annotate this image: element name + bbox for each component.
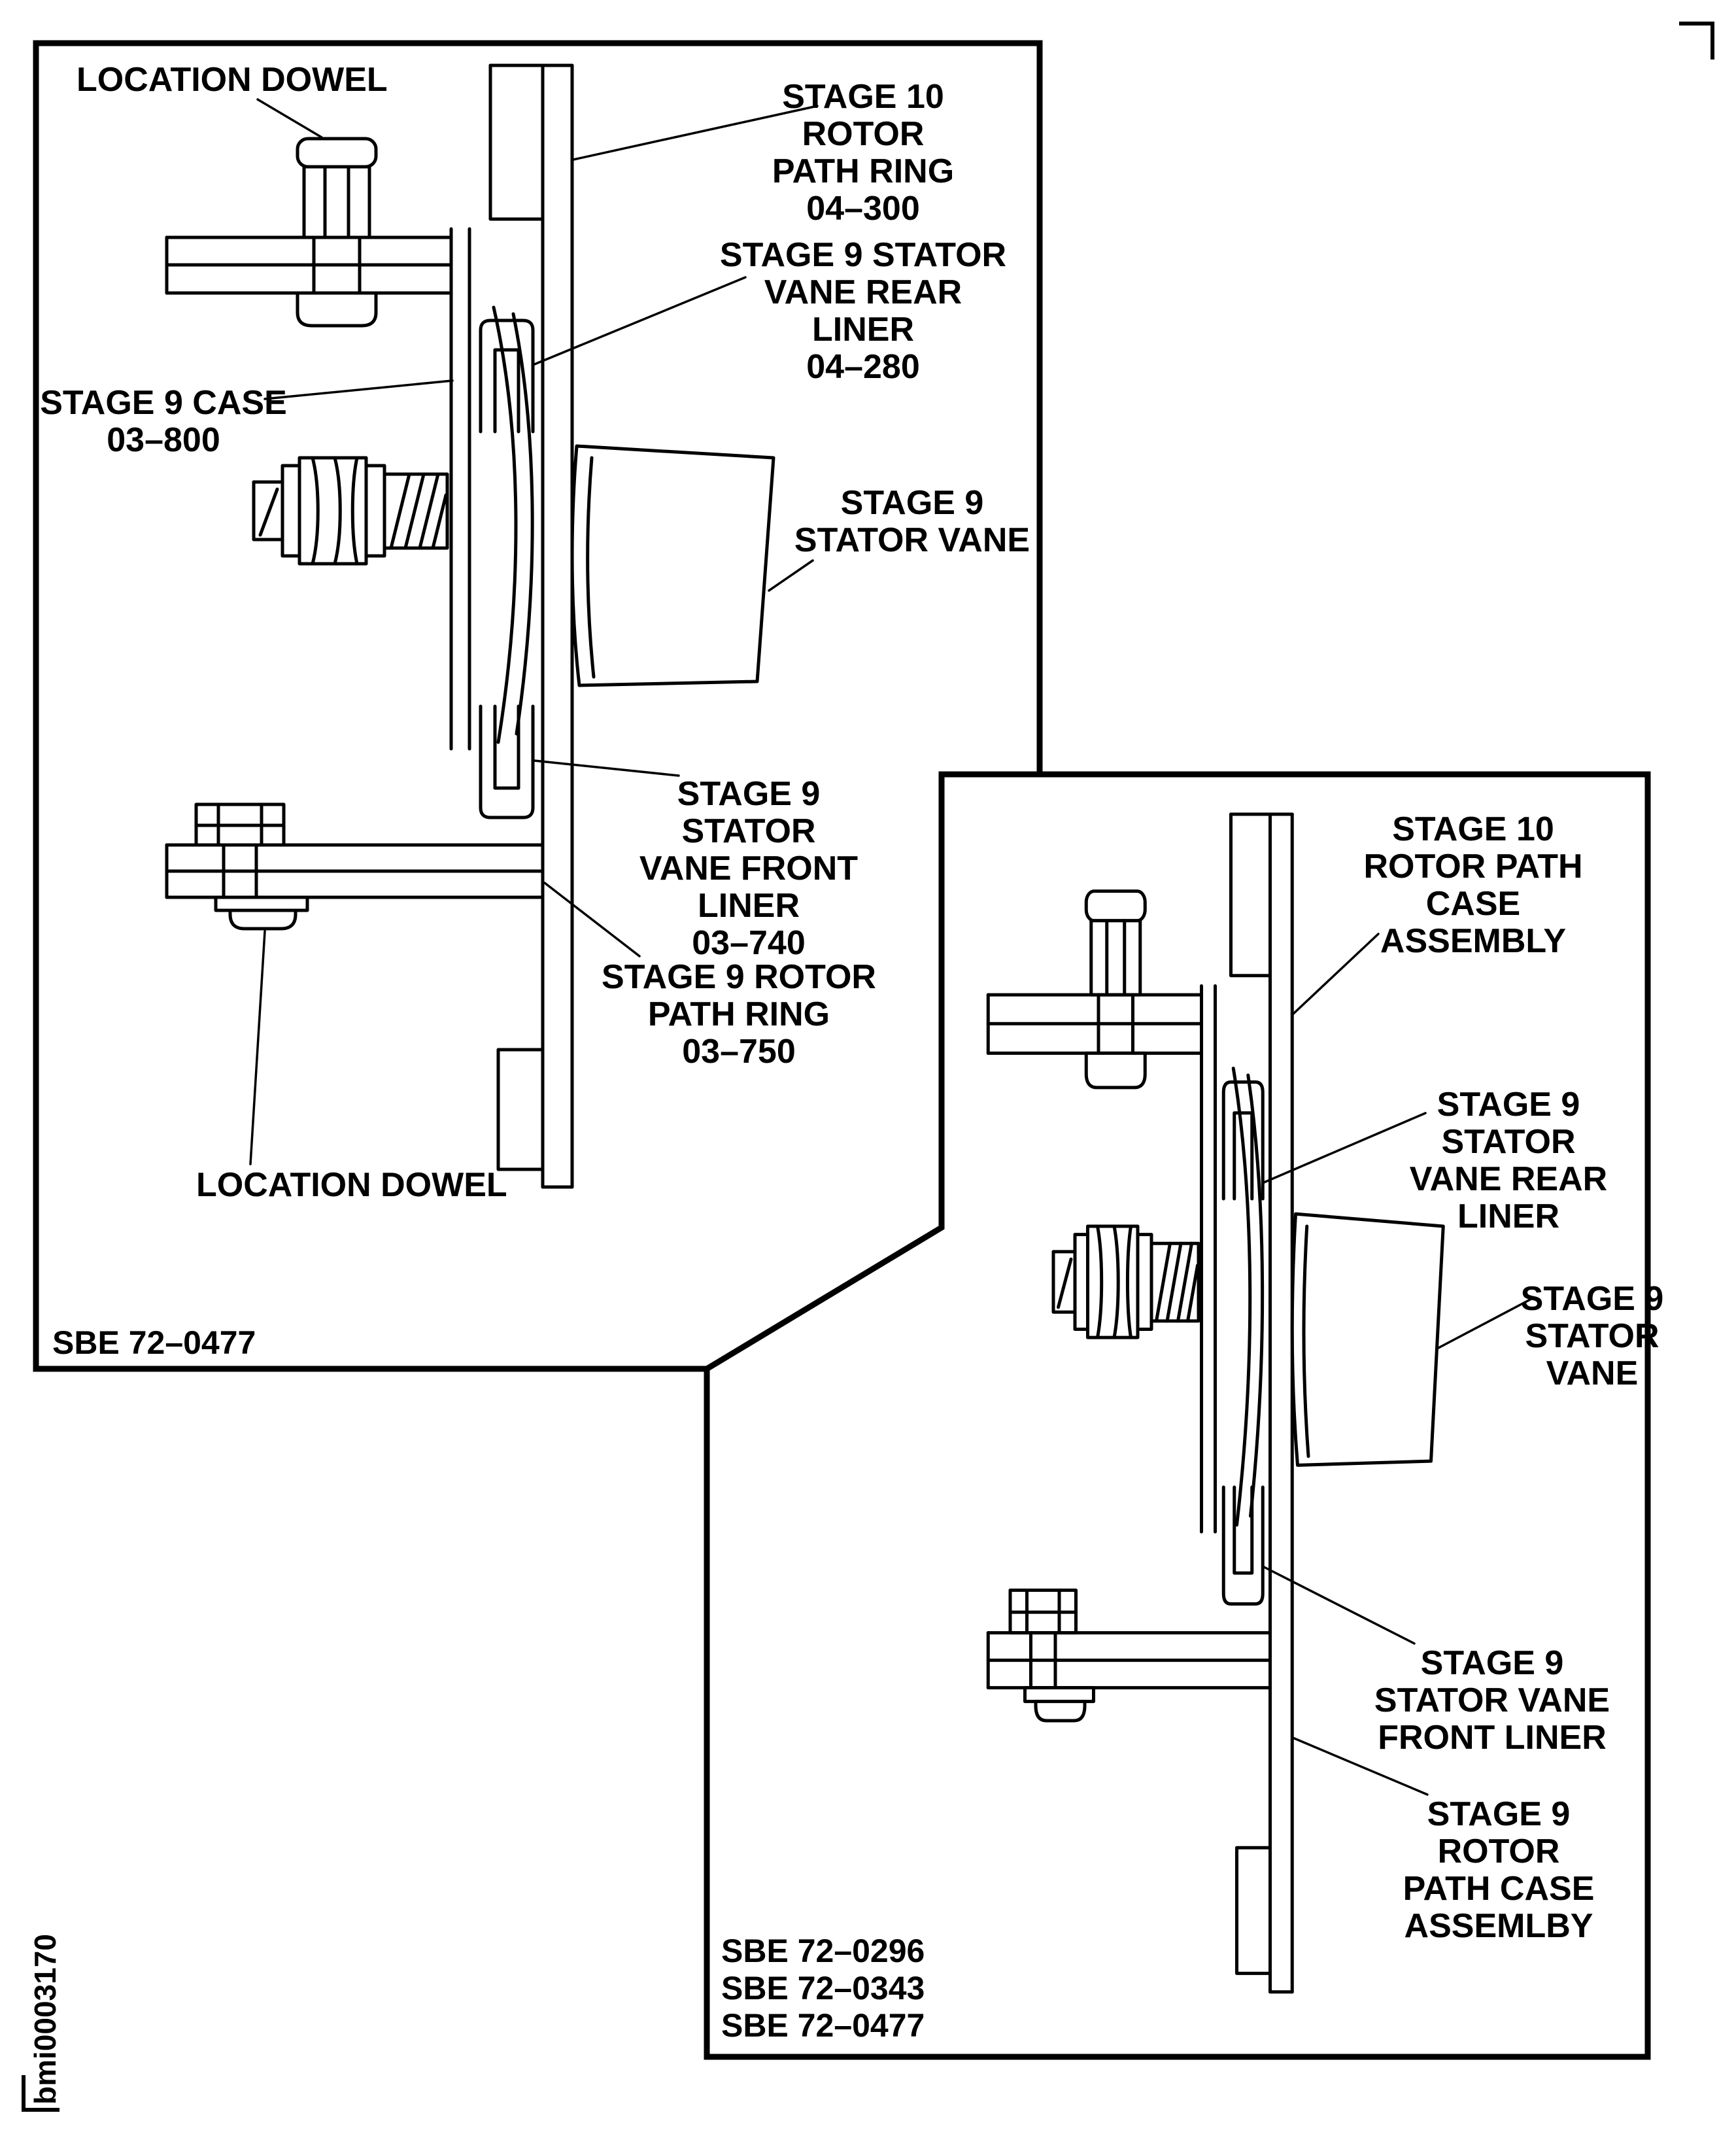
leader-stage9-stator-vane-rear-liner xyxy=(532,276,747,366)
panel2-sbe-reference-1: SBE 72–0296 xyxy=(721,1933,925,1969)
label-stage9-stator-vane-front-liner-2: STAGE 9 STATOR VANE FRONT LINER xyxy=(1374,1644,1610,1757)
panel2-border xyxy=(704,771,1651,2060)
panel2-leader-lines xyxy=(1263,933,1535,1796)
leader-location-dowel-top xyxy=(256,98,323,139)
leader-location-dowel-bottom xyxy=(249,930,266,1165)
panel1-leader-lines xyxy=(249,98,819,1165)
label-stage9-stator-vane-2: STAGE 9 STATOR VANE xyxy=(1520,1280,1664,1392)
label-stage9-stator-vane-front-liner: STAGE 9 STATOR VANE FRONT LINER 03–740 xyxy=(639,775,859,962)
leader-stage9-rotor-path-case-assemlby xyxy=(1291,1736,1429,1796)
label-stage10-rotor-path-case-assembly: STAGE 10 ROTOR PATH CASE ASSEMBLY xyxy=(1363,810,1583,960)
leader-stage9-rotor-path-ring xyxy=(543,882,641,957)
label-location-dowel-bottom: LOCATION DOWEL xyxy=(196,1166,507,1204)
panel2-sbe-reference-2: SBE 72–0343 xyxy=(721,1970,925,2006)
leader-stage9-stator-vane-front-liner-2 xyxy=(1263,1566,1416,1645)
leader-stage9-stator-vane-front-liner xyxy=(533,759,680,777)
label-stage9-stator-vane-rear-liner-2: STAGE 9 STATOR VANE REAR LINER xyxy=(1409,1086,1608,1235)
label-stage9-case: STAGE 9 CASE 03–800 xyxy=(40,384,287,459)
panel2-sbe-reference-3: SBE 72–0477 xyxy=(721,2007,925,2044)
leader-stage9-case xyxy=(264,379,454,400)
leader-stage9-stator-vane xyxy=(768,559,814,592)
label-stage9-rotor-path-case-assemlby: STAGE 9 ROTOR PATH CASE ASSEMLBY xyxy=(1403,1795,1595,1945)
corner-mark-top-right xyxy=(1679,22,1714,60)
label-stage9-stator-vane-rear-liner: STAGE 9 STATOR VANE REAR LINER 04–280 xyxy=(719,236,1007,386)
panel1-sbe-reference: SBE 72–0477 xyxy=(52,1324,256,1361)
label-stage9-stator-vane: STAGE 9 STATOR VANE xyxy=(794,484,1030,559)
label-stage10-rotor-path-ring: STAGE 10 ROTOR PATH RING 04–300 xyxy=(772,78,955,228)
label-stage9-rotor-path-ring: STAGE 9 ROTOR PATH RING 03–750 xyxy=(602,958,876,1071)
leader-stage9-stator-vane-2 xyxy=(1436,1296,1535,1350)
corner-mark-bottom-left xyxy=(22,2075,60,2112)
leader-stage9-stator-vane-rear-liner-2 xyxy=(1263,1112,1427,1184)
leader-stage10-rotor-path-ring xyxy=(572,105,819,161)
leader-stage10-rotor-path-case-assembly xyxy=(1291,933,1380,1016)
label-location-dowel-top: LOCATION DOWEL xyxy=(77,61,388,99)
figure-image-code: bmi0003170 xyxy=(28,1934,62,2105)
